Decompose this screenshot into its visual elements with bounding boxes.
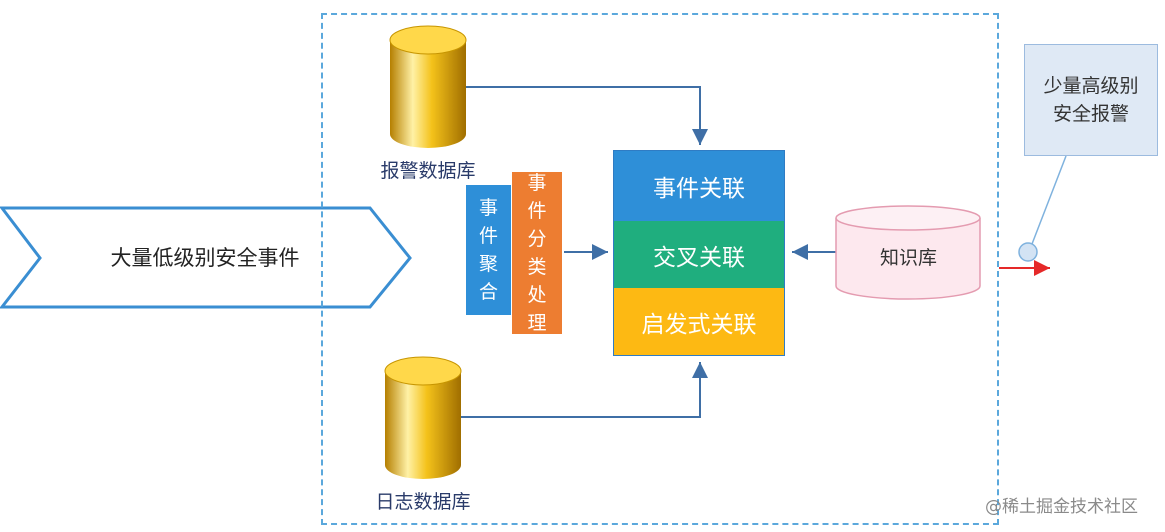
cross-correlation-label: 交叉关联 bbox=[653, 244, 745, 271]
alarm-db-cylinder-icon bbox=[389, 25, 467, 148]
log-db-cylinder-icon bbox=[384, 356, 462, 479]
system-boundary bbox=[321, 13, 999, 525]
classification-char: 理 bbox=[527, 312, 547, 334]
alert-line-1: 少量高级别 bbox=[1043, 75, 1139, 97]
input-chevron-shape bbox=[0, 206, 412, 309]
callout-pointer bbox=[1031, 155, 1067, 245]
alarm-db-connector bbox=[462, 86, 708, 145]
alarm-db-label: 报警数据库 bbox=[380, 160, 476, 182]
correlation-engine: 事件关联 交叉关联 启发式关联 bbox=[613, 150, 785, 356]
heuristic-correlation-block: 启发式关联 bbox=[614, 288, 784, 355]
classification-char: 事 bbox=[527, 172, 547, 194]
classification-char: 件 bbox=[527, 200, 547, 222]
callout-anchor bbox=[1018, 242, 1038, 262]
event-correlation-block: 事件关联 bbox=[614, 151, 784, 221]
cross-correlation-block: 交叉关联 bbox=[614, 221, 784, 288]
aggregation-char: 事 bbox=[478, 197, 498, 219]
log-db-connector bbox=[458, 362, 708, 418]
knowledge-base-label: 知识库 bbox=[879, 246, 937, 269]
input-events-label: 大量低级别安全事件 bbox=[110, 246, 300, 270]
event-classification-box: 事 件 分 类 处 理 bbox=[512, 172, 562, 334]
aggregation-char: 件 bbox=[478, 225, 498, 247]
watermark: @稀土掘金技术社区 bbox=[985, 497, 1138, 517]
classification-char: 处 bbox=[527, 284, 547, 306]
knowledge-base-cylinder-icon bbox=[835, 205, 981, 300]
event-correlation-label: 事件关联 bbox=[653, 176, 745, 202]
classification-char: 分 bbox=[527, 228, 547, 250]
log-db-label: 日志数据库 bbox=[375, 491, 471, 513]
aggregation-char: 合 bbox=[478, 281, 498, 303]
alert-line-2: 安全报警 bbox=[1052, 103, 1129, 125]
classification-char: 类 bbox=[527, 256, 547, 278]
event-aggregation-box: 事 件 聚 合 bbox=[466, 185, 511, 315]
high-level-alert-callout: 少量高级别 安全报警 bbox=[1024, 44, 1158, 156]
heuristic-correlation-label: 启发式关联 bbox=[641, 311, 757, 338]
aggregation-char: 聚 bbox=[478, 253, 498, 275]
